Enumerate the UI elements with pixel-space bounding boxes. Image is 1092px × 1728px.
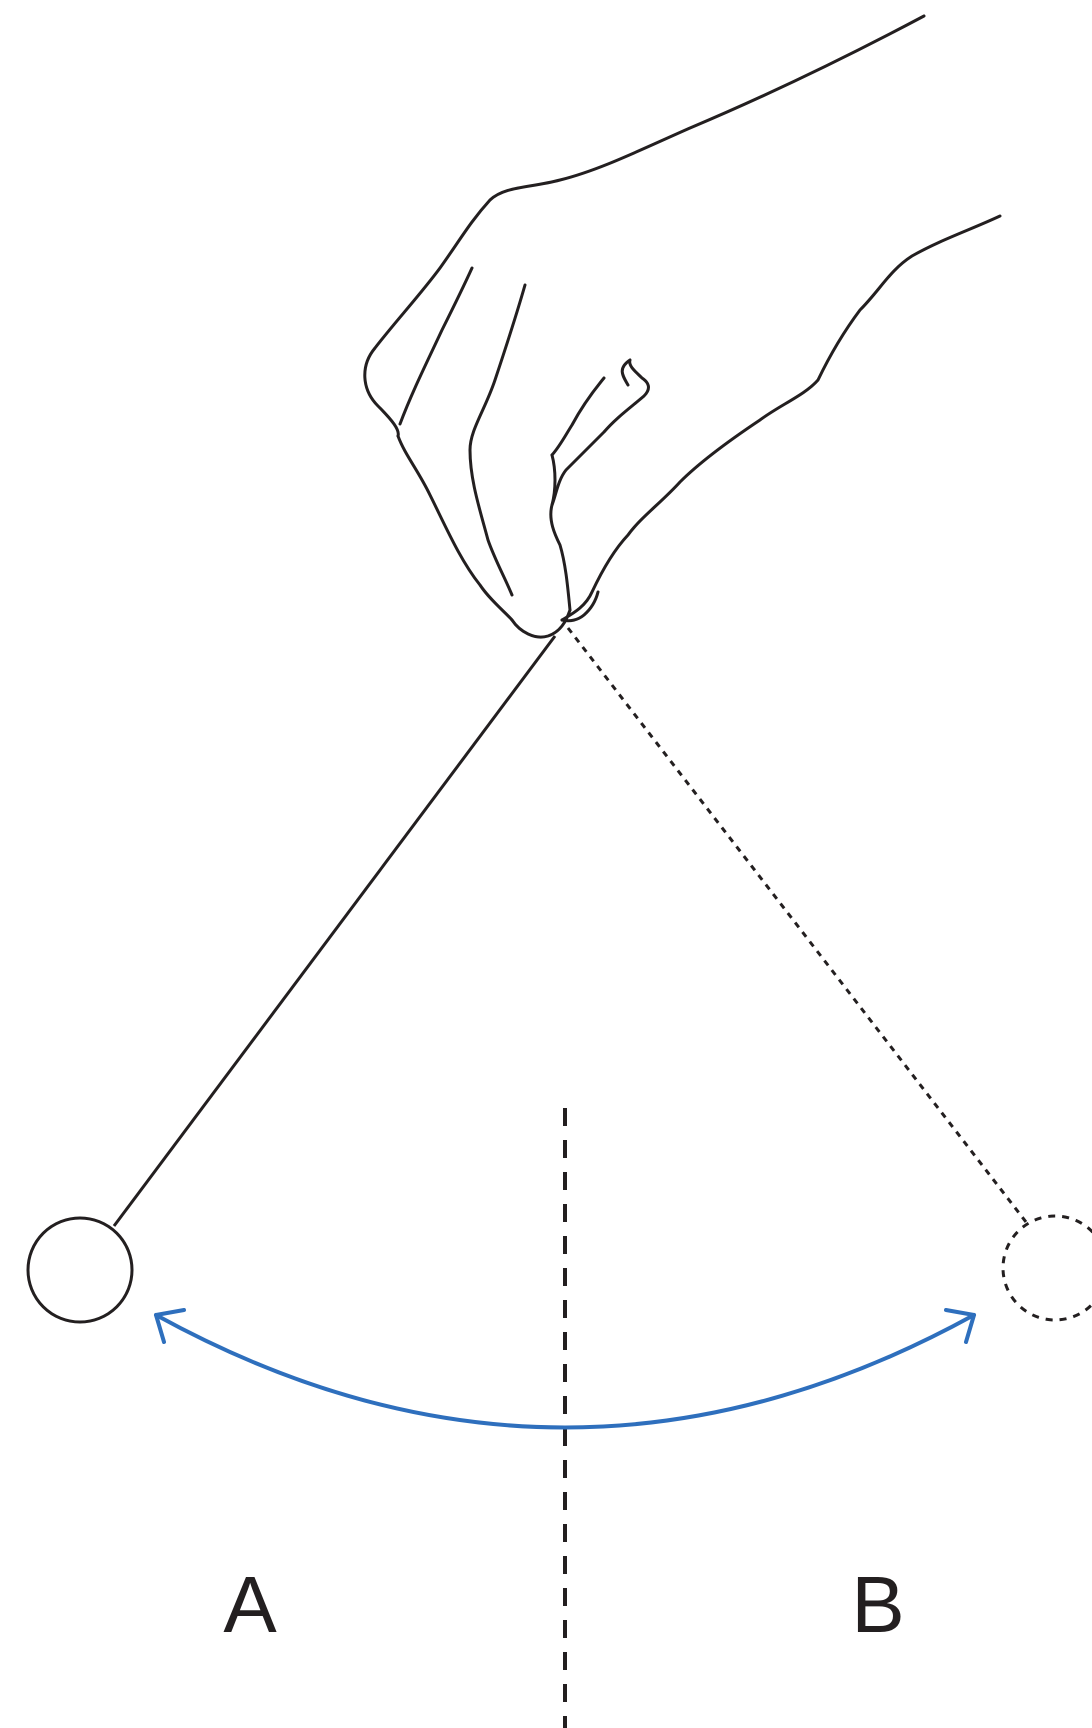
- label-b: B: [851, 1560, 904, 1649]
- label-a: A: [223, 1560, 277, 1649]
- pendulum-bob-ghost: [1003, 1216, 1092, 1320]
- pendulum-string-ghost: [568, 628, 1026, 1222]
- hand-icon: [365, 16, 1000, 637]
- pendulum-string: [114, 636, 555, 1226]
- pendulum-bob: [28, 1218, 132, 1322]
